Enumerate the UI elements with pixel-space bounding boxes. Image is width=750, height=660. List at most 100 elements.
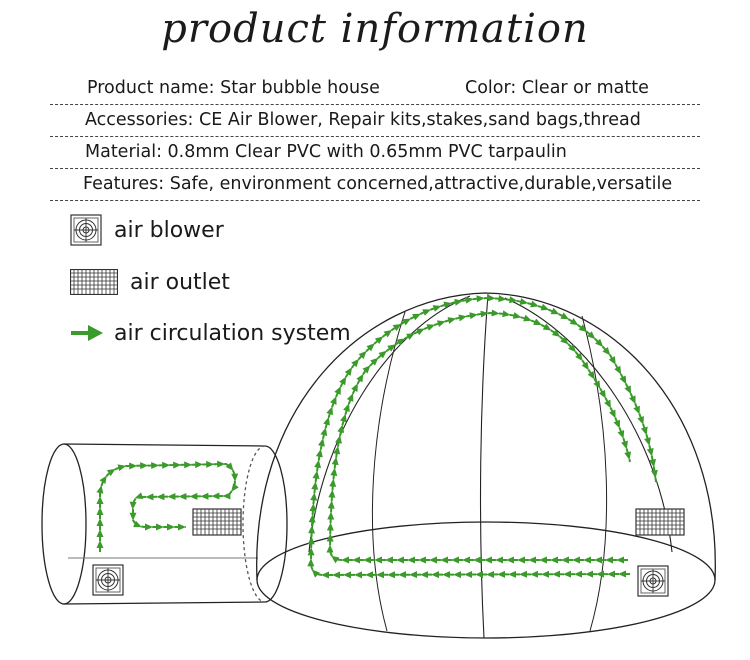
air-flow-arrowhead <box>596 570 605 578</box>
air-flow-arrowhead <box>323 416 330 426</box>
air-flow-arrowhead <box>340 413 347 423</box>
air-flow-arrowhead <box>311 569 320 578</box>
features-text: Features: Safe, environment concerned,at… <box>83 174 673 194</box>
air-flow-arrowhead <box>528 556 536 564</box>
air-flow-arrowhead <box>96 529 104 537</box>
air-flow-arrowhead <box>96 518 104 526</box>
accessories-text: Accessories: CE Air Blower, Repair kits,… <box>85 110 641 130</box>
air-flow-arrowhead <box>151 461 160 469</box>
air-flow-arrowhead <box>383 329 393 338</box>
air-flow-arrowhead <box>560 312 570 320</box>
air-flow-arrowhead <box>178 492 187 500</box>
air-flow-arrowhead <box>454 298 463 306</box>
air-flow-arrowhead <box>432 305 442 312</box>
air-flow-arrowhead <box>189 492 198 500</box>
air-flow-arrowhead <box>343 571 352 579</box>
air-flow-arrowhead <box>402 318 412 326</box>
air-flow-arrowhead <box>308 514 316 523</box>
air-flow-arrowhead <box>129 462 138 470</box>
air-flow-arrowhead <box>506 556 514 564</box>
air-flow-arrowhead <box>341 556 349 564</box>
air-flow-arrowhead <box>318 438 325 447</box>
air-flow-arrowhead <box>431 571 440 579</box>
air-flow-arrowhead <box>387 344 396 352</box>
air-flow-arrowhead <box>429 556 437 564</box>
air-flow-arrowhead <box>533 318 542 326</box>
air-flow-arrowhead <box>608 356 616 365</box>
air-flow-arrowhead <box>96 540 104 548</box>
air-flow-arrowhead <box>396 338 406 346</box>
air-flow-arrowhead <box>447 317 457 324</box>
air-flow-arrowhead <box>321 571 330 579</box>
green-arrow-icon <box>71 325 103 341</box>
air-flow-arrowhead <box>330 467 338 476</box>
tunnel-air-blower-icon <box>92 564 124 596</box>
air-flow-arrowhead <box>575 352 583 362</box>
air-flow-arrowhead <box>398 571 407 579</box>
air-flow-arrowhead <box>327 500 335 509</box>
dome-air-blower-icon <box>637 565 669 597</box>
air-flow-arrowhead <box>443 301 453 309</box>
air-flow-arrowhead <box>339 376 347 386</box>
air-flow-arrowhead <box>542 323 552 331</box>
air-flow-arrowhead <box>374 336 384 345</box>
air-flow-arrowhead <box>458 314 467 322</box>
legend-air-blower: air blower <box>70 213 224 247</box>
air-flow-arrowhead <box>200 492 209 500</box>
air-circulation-arrows <box>96 294 658 579</box>
air-flow-arrowhead <box>178 523 186 531</box>
air-flow-arrowhead <box>351 383 358 392</box>
air-flow-arrowhead <box>412 313 421 321</box>
air-flow-arrowhead <box>469 312 478 320</box>
air-flow-arrowhead <box>497 570 506 578</box>
air-flow-arrowhead <box>602 346 611 356</box>
air-flow-arrowhead <box>595 338 604 347</box>
air-flow-arrowhead <box>96 507 104 515</box>
air-flow-arrowhead <box>572 556 580 564</box>
air-flow-arrowhead <box>337 424 345 434</box>
air-flow-arrowhead <box>640 426 648 436</box>
air-flow-arrowhead <box>552 570 561 578</box>
air-flow-arrowhead <box>326 522 334 531</box>
info-row-features: Features: Safe, environment concerned,at… <box>50 168 700 201</box>
air-flow-arrowhead <box>328 489 336 498</box>
air-flow-arrowhead <box>326 533 334 542</box>
air-flow-arrowhead <box>331 456 339 466</box>
air-flow-arrowhead <box>416 328 425 336</box>
air-flow-arrowhead <box>420 571 429 579</box>
air-flow-arrowhead <box>330 396 337 405</box>
air-flow-arrowhead <box>331 555 340 564</box>
air-flow-arrowhead <box>378 350 387 359</box>
air-flow-arrowhead <box>644 437 651 446</box>
air-flow-arrowhead <box>225 462 234 471</box>
dome-left-outer-arrows-path <box>309 296 657 577</box>
air-flow-arrowhead <box>346 393 354 402</box>
air-flow-arrowhead <box>568 344 577 353</box>
air-flow-arrowhead <box>343 403 350 413</box>
air-flow-arrowhead <box>629 395 636 405</box>
air-flow-arrowhead <box>475 570 484 578</box>
air-flow-arrowhead <box>211 492 220 500</box>
page-title: product information <box>161 6 589 52</box>
air-flow-arrowhead <box>156 523 164 531</box>
air-flow-arrowhead <box>617 430 625 439</box>
air-flow-arrowhead <box>326 406 334 416</box>
air-flow-arrowhead <box>396 556 404 564</box>
air-flow-arrowhead <box>607 570 616 578</box>
info-row-accessories: Accessories: CE Air Blower, Repair kits,… <box>50 104 700 137</box>
air-flow-arrowhead <box>167 493 176 501</box>
air-flow-arrowhead <box>637 416 644 425</box>
air-flow-arrowhead <box>311 481 319 490</box>
air-flow-arrowhead <box>476 295 485 303</box>
air-flow-arrowhead <box>587 331 596 340</box>
air-flow-arrowhead <box>491 309 500 317</box>
info-row-material: Material: 0.8mm Clear PVC with 0.65mm PV… <box>50 136 700 169</box>
air-flow-arrowhead <box>594 556 602 564</box>
air-flow-arrowhead <box>134 492 144 500</box>
tunnel-outline <box>41 443 288 605</box>
air-flow-arrowhead <box>613 419 621 429</box>
air-flow-arrowhead <box>426 324 436 331</box>
air-flow-arrowhead <box>344 367 353 376</box>
air-flow-arrowhead <box>465 296 474 304</box>
